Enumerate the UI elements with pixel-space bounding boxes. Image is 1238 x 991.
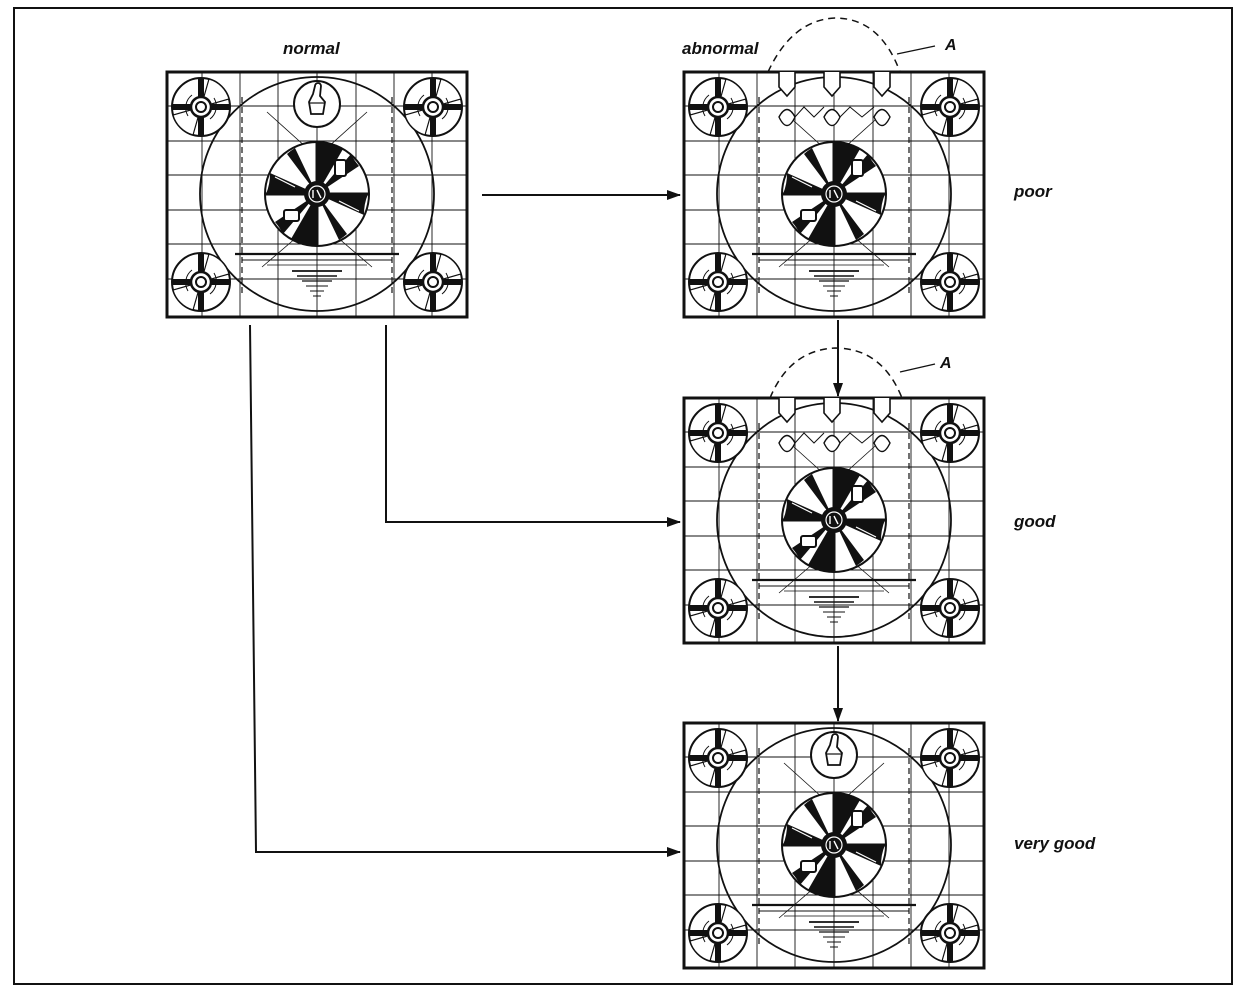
arrow-normal-to-good: [385, 325, 681, 527]
region-a-leader-2: [899, 363, 936, 373]
region-a-arc-2: [769, 347, 903, 399]
label-abnormal: abnormal: [682, 39, 760, 58]
arrow-normal-to-very-good: [249, 324, 681, 857]
diagram-frame: [13, 7, 1233, 985]
panel-good: [684, 398, 984, 643]
label-a-2: A: [939, 355, 952, 372]
label-good: good: [1013, 512, 1056, 531]
label-very-good: very good: [1014, 834, 1096, 853]
panel-very-good: [684, 723, 984, 968]
region-a-leader-1: [896, 45, 936, 55]
label-a-1: A: [944, 37, 957, 54]
panel-poor: [684, 72, 984, 317]
region-a-arc-1: [767, 17, 901, 73]
label-normal: normal: [283, 39, 341, 58]
label-poor: poor: [1013, 182, 1053, 201]
panel-normal: [167, 72, 467, 317]
